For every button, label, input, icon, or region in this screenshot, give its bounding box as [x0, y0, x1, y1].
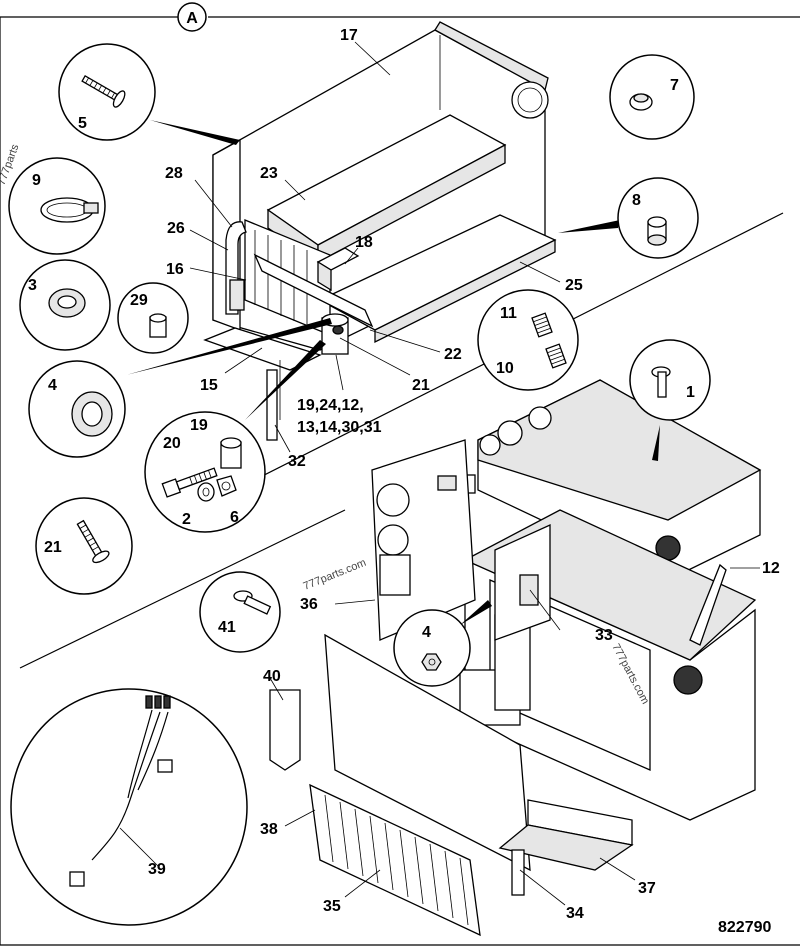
section-marker: A — [177, 2, 207, 32]
label-34: 34 — [566, 905, 584, 922]
label-25: 25 — [565, 277, 583, 294]
label-35: 35 — [323, 898, 341, 915]
label-36: 36 — [300, 596, 318, 613]
callout-spacer-29 — [117, 282, 189, 354]
label-1: 1 — [686, 384, 695, 401]
callout-spacer-8 — [617, 177, 699, 259]
housing-lower — [269, 379, 762, 937]
callout-setscrews-10-11 — [477, 289, 579, 391]
callout-hardware-19-20 — [144, 411, 266, 533]
label-32: 32 — [288, 453, 306, 470]
label-3: 3 — [28, 277, 37, 294]
label-15: 15 — [200, 377, 218, 394]
label-6: 6 — [230, 509, 239, 526]
label-18: 18 — [355, 234, 373, 251]
label-22: 22 — [444, 346, 462, 363]
frame — [0, 16, 800, 946]
label-7: 7 — [670, 77, 679, 94]
callout-bolt-41 — [199, 571, 281, 653]
label-4b: 4 — [422, 624, 431, 641]
label-group-line2: 13,14,30,31 — [297, 419, 382, 436]
label-group-line1: 19,24,12, — [297, 397, 364, 414]
label-19: 19 — [190, 417, 208, 434]
label-37: 37 — [638, 880, 656, 897]
callout-screw-5 — [58, 43, 156, 141]
label-16: 16 — [166, 261, 184, 278]
label-23: 23 — [260, 165, 278, 182]
label-8: 8 — [632, 192, 641, 209]
label-29: 29 — [130, 292, 148, 309]
label-38: 38 — [260, 821, 278, 838]
label-28: 28 — [165, 165, 183, 182]
housing-upper — [189, 21, 561, 453]
callout-pointers-upper — [126, 120, 620, 420]
label-9: 9 — [32, 172, 41, 189]
label-41: 41 — [218, 619, 236, 636]
callout-pointers-lower — [460, 425, 660, 625]
drawing-number: 822790 — [718, 919, 771, 936]
section-marker-text: A — [186, 10, 198, 27]
label-40: 40 — [263, 668, 281, 685]
label-4a: 4 — [48, 377, 57, 394]
callout-screw-1 — [629, 339, 711, 421]
label-12: 12 — [762, 560, 780, 577]
section-divider-lower — [19, 509, 346, 669]
callout-grommet-3 — [19, 259, 111, 351]
label-39: 39 — [148, 861, 166, 878]
callout-grommet-4a — [28, 360, 126, 458]
callout-plug-7 — [609, 54, 695, 140]
grille-slats — [324, 794, 469, 926]
label-2: 2 — [182, 511, 191, 528]
watermark-1: 777parts.com — [302, 557, 368, 593]
callout-clamp-9 — [8, 157, 106, 255]
label-21a: 21 — [412, 377, 430, 394]
callout-screw-21b — [35, 497, 133, 595]
label-5: 5 — [78, 115, 87, 132]
callout-harness-39 — [10, 688, 248, 926]
label-33: 33 — [595, 627, 613, 644]
label-10: 10 — [496, 360, 514, 377]
label-21b: 21 — [44, 539, 62, 556]
part-labels: 17 5 7 9 28 23 8 26 18 16 25 3 29 11 22 … — [28, 27, 780, 922]
label-20: 20 — [163, 435, 181, 452]
label-11: 11 — [500, 305, 517, 322]
callout-nut-4b — [393, 609, 471, 687]
label-17: 17 — [340, 27, 358, 44]
label-26: 26 — [167, 220, 185, 237]
